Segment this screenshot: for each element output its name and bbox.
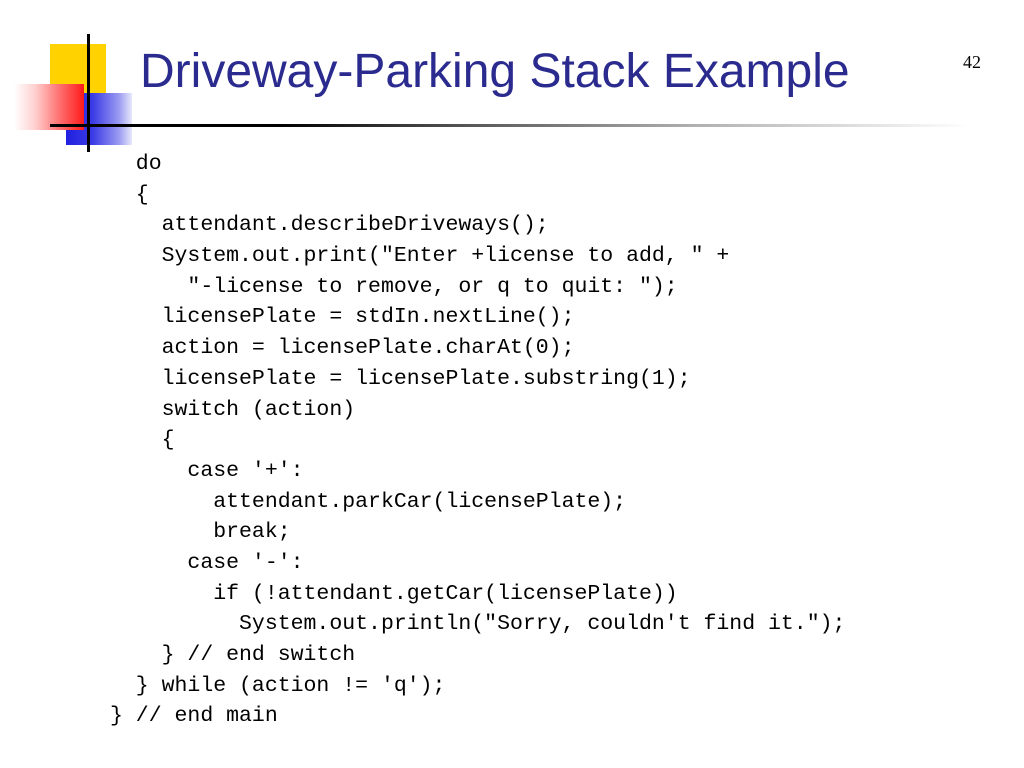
code-line: licensePlate = licensePlate.substring(1)… <box>110 366 691 391</box>
code-line: attendant.describeDriveways(); <box>110 213 549 238</box>
code-line: break; <box>110 520 291 545</box>
vertical-rule-decoration <box>87 34 90 152</box>
code-block: do { attendant.describeDriveways(); Syst… <box>110 149 845 732</box>
code-line: licensePlate = stdIn.nextLine(); <box>110 305 575 330</box>
code-line: } // end switch <box>110 643 356 667</box>
code-line: System.out.println("Sorry, couldn't find… <box>110 612 846 637</box>
page-number: 42 <box>963 52 981 72</box>
title-underline-rule <box>50 124 970 127</box>
code-line: switch (action) <box>110 397 356 422</box>
code-line: { <box>110 428 175 453</box>
slide-title: Driveway-Parking Stack Example <box>140 45 850 98</box>
slide-logo-decoration <box>0 0 150 160</box>
code-line: } while (action != 'q'); <box>110 673 446 698</box>
code-line: if (!attendant.getCar(licensePlate)) <box>110 581 678 606</box>
code-line: case '+': <box>110 458 304 483</box>
code-line: attendant.parkCar(licensePlate); <box>110 489 627 514</box>
code-line: System.out.print("Enter +license to add,… <box>110 244 730 269</box>
code-line: } // end main <box>110 704 278 729</box>
code-line: "-license to remove, or q to quit: "); <box>110 274 678 299</box>
code-line: case '-': <box>110 550 304 575</box>
code-line: { <box>110 182 149 207</box>
code-line: do <box>110 152 162 176</box>
code-line: action = licensePlate.charAt(0); <box>110 336 575 361</box>
red-square-decoration <box>14 84 84 130</box>
